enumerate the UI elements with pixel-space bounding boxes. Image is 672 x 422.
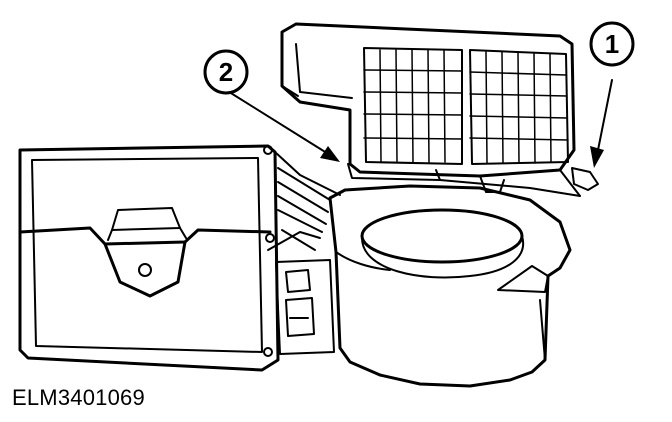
- figure-reference-code: ELM3401069: [12, 385, 145, 410]
- connector-plate: [275, 259, 335, 355]
- housing-ribs: [267, 167, 331, 251]
- pollen-filter: [280, 22, 599, 197]
- fan-housing: [328, 184, 572, 388]
- callout-arrowheads: [320, 146, 604, 168]
- callout-2-label: 2: [219, 57, 233, 87]
- callout-leaders: [225, 79, 613, 156]
- callout-1: 1: [589, 21, 635, 67]
- callout-1-label: 1: [605, 29, 619, 59]
- callout-2: 2: [203, 49, 249, 95]
- blower-housing: [18, 144, 341, 372]
